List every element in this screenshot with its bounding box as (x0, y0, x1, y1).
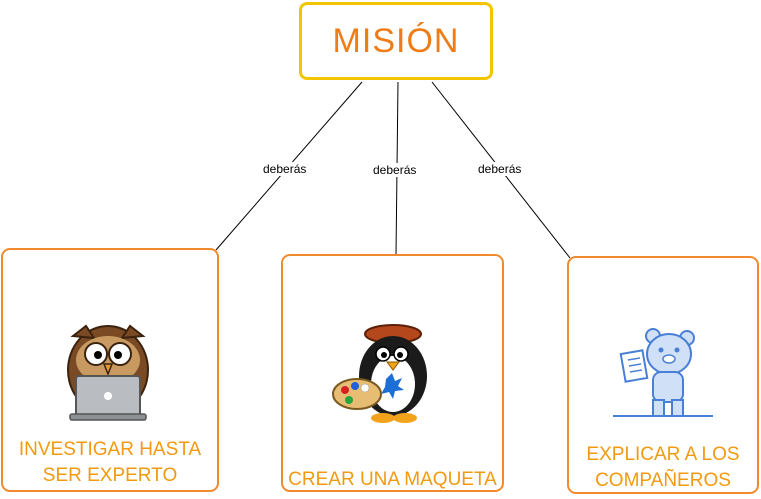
node-investigar[interactable]: INVESTIGAR HASTA SER EXPERTO (1, 248, 219, 492)
edge-label-center: deberás (371, 163, 419, 177)
edge-label-left: deberás (261, 162, 309, 176)
node-label-line1: EXPLICAR A LOS (586, 444, 740, 465)
edge-label-right: deberás (476, 162, 524, 176)
root-title: MISIÓN (332, 21, 460, 60)
bear-presenter-icon (613, 328, 713, 417)
penguin-painter-icon (332, 324, 427, 423)
node-explicar[interactable]: EXPLICAR A LOS COMPAÑEROS (567, 256, 759, 494)
node-label-line2: SER EXPERTO (42, 465, 178, 486)
root-concept[interactable]: MISIÓN (299, 2, 493, 80)
node-label-line1: CREAR UNA MAQUETA (288, 469, 497, 490)
node-label-line1: INVESTIGAR HASTA (18, 439, 202, 460)
node-label-line2: COMPAÑEROS (595, 470, 731, 491)
node-crear[interactable]: CREAR UNA MAQUETA (281, 254, 504, 492)
owl-laptop-icon (67, 324, 149, 421)
